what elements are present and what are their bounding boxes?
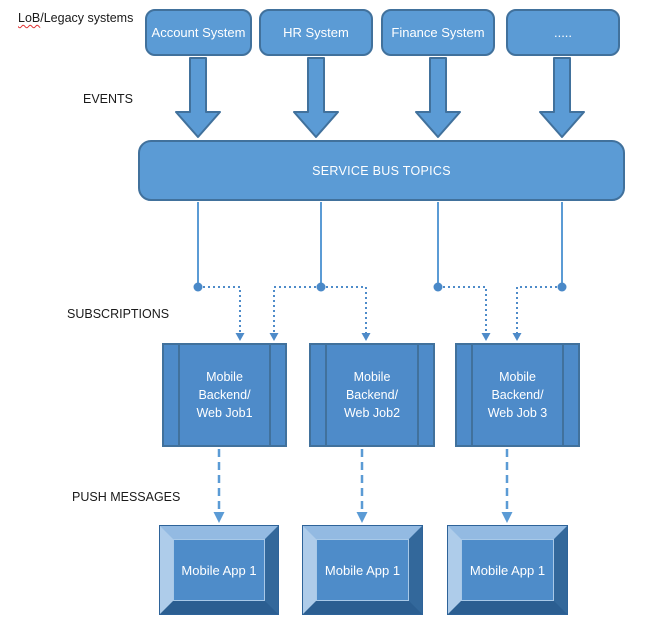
subscription-arrowhead-2	[269, 333, 279, 341]
backend-job-label: Mobile Backend/ Web Job2	[344, 368, 400, 422]
service-bus-label: SERVICE BUS TOPICS	[312, 163, 451, 178]
subscription-dotted-connector-4	[443, 286, 487, 333]
backend-job-line: Web Job1	[196, 406, 253, 421]
source-system-label: Account System	[151, 25, 246, 40]
source-system-box-other: .....	[506, 9, 620, 56]
mobile-app-label: Mobile App 1	[461, 539, 554, 601]
source-system-box-hr: HR System	[259, 9, 373, 56]
push-arrowhead-2	[356, 512, 368, 523]
topic-endpoint-dot-1	[193, 282, 203, 292]
event-block-arrow-4	[539, 57, 585, 138]
subscription-dotted-connector-5	[516, 286, 557, 333]
panel-divider	[325, 345, 327, 445]
mobile-app-box-2: Mobile App 1	[303, 526, 422, 614]
backend-job-line: Web Job2	[343, 406, 401, 421]
panel-divider	[562, 345, 564, 445]
lob-rest: /Legacy systems	[40, 11, 134, 25]
subscription-arrowhead-4	[481, 333, 491, 341]
source-system-label: .....	[553, 25, 573, 40]
source-system-box-finance: Finance System	[381, 9, 495, 56]
backend-job-line: Web Job 3	[487, 406, 548, 421]
panel-divider	[269, 345, 271, 445]
event-block-arrow-3	[415, 57, 461, 138]
backend-job-box-3: Mobile Backend/ Web Job 3	[455, 343, 580, 447]
service-bus-topics-bar: SERVICE BUS TOPICS	[138, 140, 625, 201]
subscription-arrowhead-3	[361, 333, 371, 341]
lob-word: LoB	[18, 11, 41, 25]
mobile-app-label: Mobile App 1	[316, 539, 409, 601]
push-messages-label: PUSH MESSAGES	[72, 490, 181, 504]
backend-job-line: Mobile	[499, 369, 536, 384]
mobile-app-label: Mobile App 1	[173, 539, 265, 601]
mobile-app-box-1: Mobile App 1	[160, 526, 278, 614]
event-block-arrow-2	[293, 57, 339, 138]
subscription-arrowhead-1	[235, 333, 245, 341]
push-arrowhead-1	[213, 512, 225, 523]
backend-job-line: Mobile	[353, 369, 391, 384]
backend-job-label: Mobile Backend/ Web Job1	[196, 368, 252, 422]
topic-endpoint-dot-3	[433, 282, 443, 292]
subscription-dotted-connector-3	[326, 286, 367, 333]
backend-job-line: Backend/	[345, 387, 399, 402]
source-system-label: HR System	[283, 25, 349, 40]
backend-job-line: Backend/	[198, 387, 251, 402]
subscriptions-label: SUBSCRIPTIONS	[67, 307, 170, 321]
subscription-dotted-connector-1	[203, 286, 241, 333]
panel-divider	[178, 345, 180, 445]
subscription-arrowhead-5	[512, 333, 522, 341]
topic-endpoint-dot-4	[557, 282, 567, 292]
source-system-box-account: Account System	[145, 9, 252, 56]
backend-job-line: Backend/	[491, 387, 544, 402]
event-block-arrow-1	[175, 57, 221, 138]
source-system-label: Finance System	[391, 25, 485, 40]
backend-job-label: Mobile Backend/ Web Job 3	[488, 368, 548, 422]
backend-job-box-2: Mobile Backend/ Web Job2	[309, 343, 435, 447]
mobile-app-box-3: Mobile App 1	[448, 526, 567, 614]
events-label: EVENTS	[83, 92, 134, 106]
panel-divider	[417, 345, 419, 445]
backend-job-line: Mobile	[206, 369, 243, 384]
push-arrowhead-3	[501, 512, 513, 523]
subscription-dotted-connector-2	[273, 286, 316, 333]
lob-legacy-systems-label: LoB/Legacy systems	[18, 11, 133, 25]
topic-endpoint-dot-2	[316, 282, 326, 292]
backend-job-box-1: Mobile Backend/ Web Job1	[162, 343, 287, 447]
panel-divider	[471, 345, 473, 445]
